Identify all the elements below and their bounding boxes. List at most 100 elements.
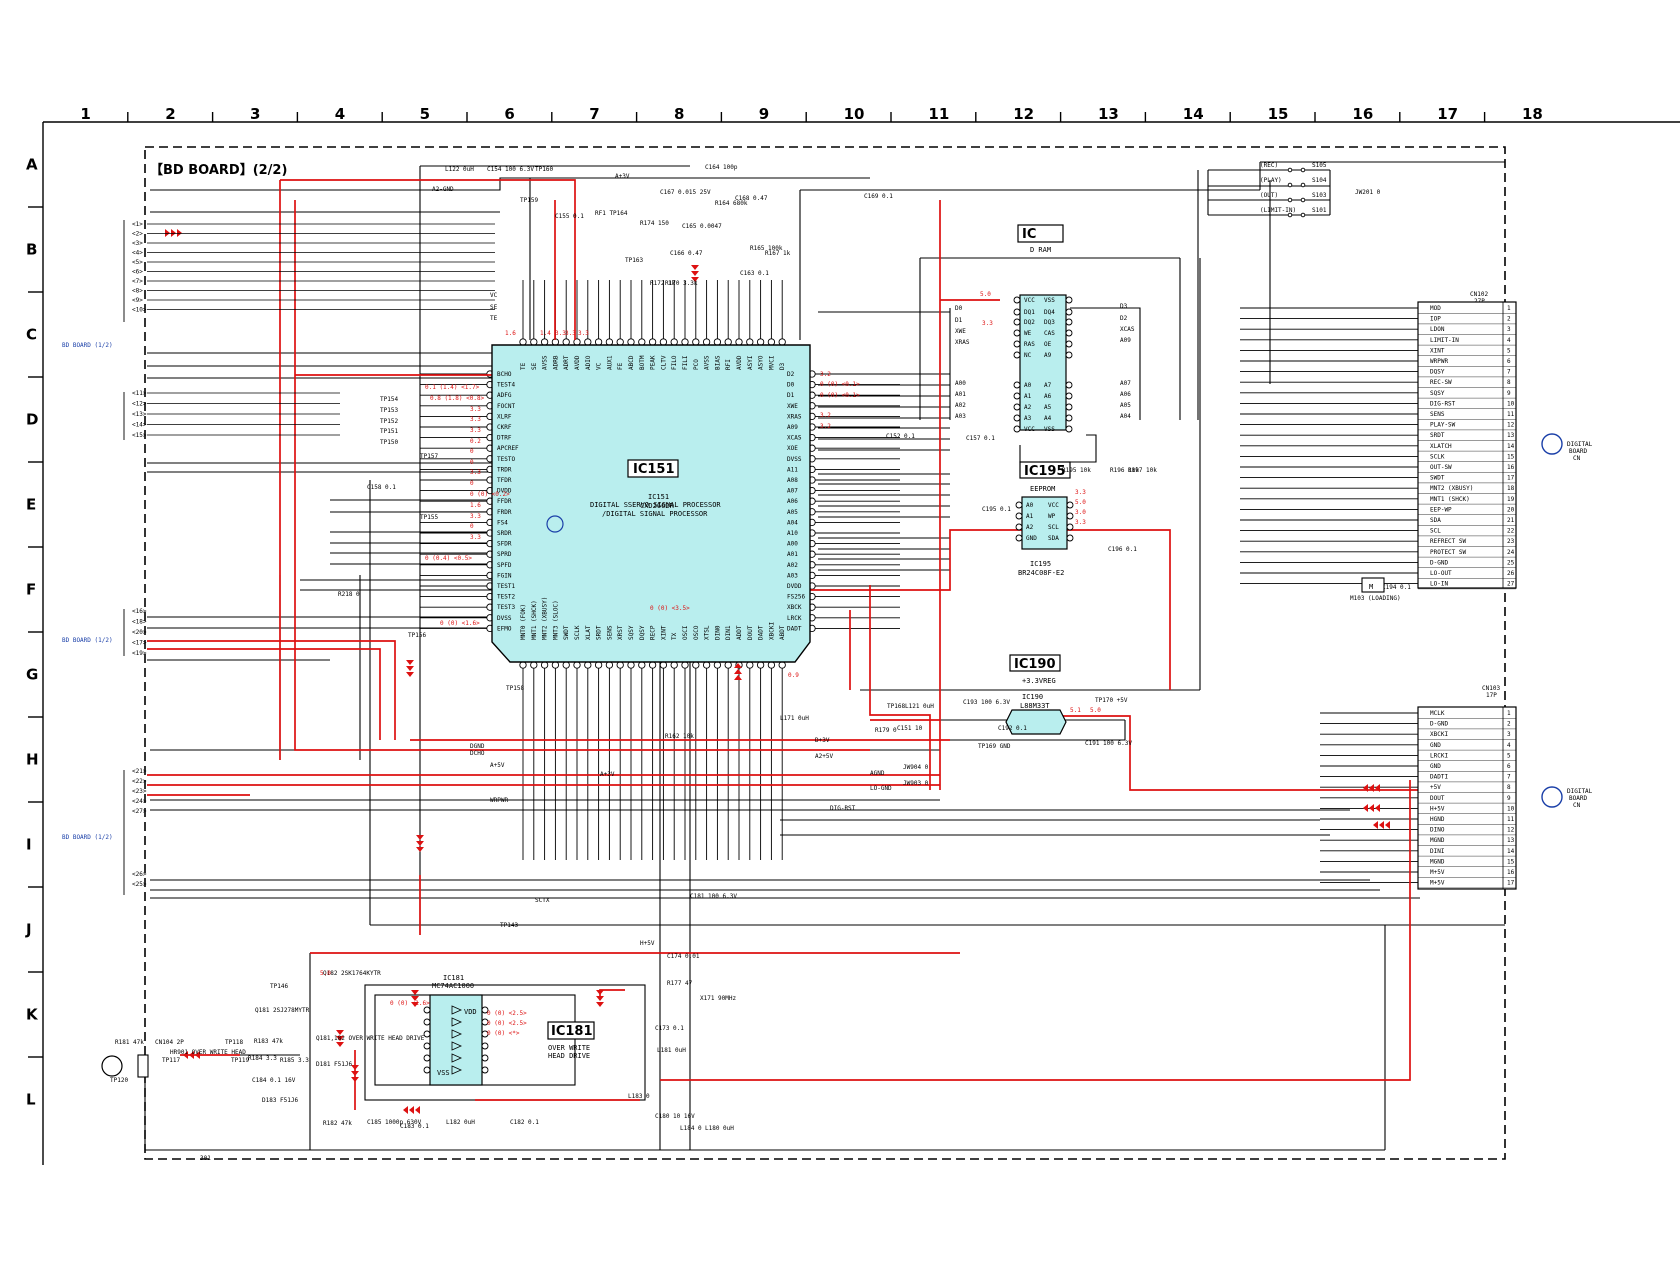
switch-ref: S101 [1312,207,1327,214]
net-label: DCHO [470,750,485,757]
ic151-right-pin: LRCK [787,615,802,622]
component-label: R177 47 [667,980,693,987]
voltage-annotation: 5.0 [1090,707,1101,714]
ic151-bottom-pin: SRDT [596,625,603,640]
pin-circle [681,338,689,346]
voltage-annotation: 0.2 [470,438,481,445]
ic151-top-pin: AUX1 [606,355,613,370]
component-label: R181 47k [115,1039,144,1046]
voltage-annotation: 3.3 [982,320,993,327]
cn102-pin-number: 9 [1507,390,1511,397]
chevron-marker [734,669,742,674]
component-label: R164 680k [715,200,748,207]
left-conn-number: <23> [132,788,147,795]
net-label: A+3V [615,173,630,180]
cn102-dest2: BOARD [1569,448,1587,455]
chevron-marker [1369,784,1374,792]
switch-ref: S105 [1312,162,1327,169]
dram-left-pin: RAS [1024,341,1035,348]
pin-circle [1065,340,1073,348]
ic151-bottom-pin: XINT [660,625,667,640]
ic151-desc2: /DIGITAL SIGNAL PROCESSOR [602,510,708,518]
component-label: TP146 [270,983,288,990]
column-label-18: 18 [1522,105,1543,123]
cn102-signal: SCL [1430,528,1441,535]
ic151-top-pin: FILO [671,355,678,370]
component-label: C193 100 6.3V [963,699,1010,706]
ic151-left-pin: SPRD [497,551,512,558]
cn102-signal: REFRECT SW [1430,538,1467,545]
cn103-signal: H+5V [1430,805,1445,812]
chevron-marker [189,1051,194,1059]
pin-circle [1015,512,1023,520]
cn102-pin-number: 14 [1507,443,1515,450]
cn104-head [101,1054,149,1078]
pin-circle [1015,523,1023,531]
left-conn-number: <6> [132,269,143,276]
ic151-bottom-pin: OSCO [693,625,700,640]
pin-circle [1013,403,1021,411]
voltage-annotation: 3.2 [820,371,831,378]
cn103-dest3: CN [1573,802,1581,809]
left-conn-number: <7> [132,278,143,285]
chevron-marker [596,996,604,1001]
pin-circle [627,661,635,669]
chevron-marker [1373,821,1378,829]
dram-left-pin: A0 [1024,382,1032,389]
pin-circle [735,338,743,346]
ic151-left-pin: TEST1 [497,583,515,590]
cn102-signal: SWDT [1430,475,1445,482]
voltage-annotation: 0 [470,448,474,455]
component-label: TP154 [380,396,398,403]
switch-contact [1300,167,1306,173]
pin-circle [540,338,549,346]
marker-circle [546,515,564,533]
component-label: C163 0.1 [740,270,769,277]
pin-circle [702,338,711,346]
ic190-desc: +3.3VREG [1022,677,1056,685]
row-label-C: C [26,326,37,344]
cn103-pin-number: 13 [1507,837,1515,844]
dram-left-net: A00 [955,380,966,387]
switch-contact [1300,182,1306,188]
left-conn-number: <25> [132,881,147,888]
left-conn-number: <5> [132,259,143,266]
row-label-E: E [26,496,36,514]
dram-right-pin: A7 [1044,382,1052,389]
component-label: TP163 [625,257,643,264]
component-label: C168 0.47 [735,195,768,202]
dram-left-pin: NC [1024,352,1032,359]
dram-right-net: A07 [1120,380,1131,387]
component-label: HR901 OVER WRITE HEAD [170,1049,246,1056]
pin-circle [724,661,732,669]
ic151-left-pin: SFDR [497,541,512,548]
pin-circle [1013,425,1021,433]
ic151-bottom-pin: SQSY [628,625,635,640]
pin-circle [1013,392,1021,400]
left-conn-number: <4> [132,250,143,257]
component-label: L183 0 [628,1093,650,1100]
voltage-annotation: 0 (0) <3.5> [650,605,690,612]
board-outline [144,146,1506,1160]
component-label: TP143 [500,922,518,929]
cn103-pin-number: 14 [1507,848,1515,855]
component-label: TP160 [535,166,553,173]
chevron-marker [734,663,742,668]
ic151-bottom-pin: XTSL [704,625,711,640]
component-label: R165 100k [750,245,783,252]
ic195-left-pin: A0 [1026,502,1034,509]
switch-contact [1287,212,1293,218]
pin-circle [1013,351,1021,359]
left-conn-number: <11> [132,390,147,397]
cn102-pin-number: 20 [1507,506,1515,513]
component-label: L181 0uH [657,1047,686,1054]
ic195-right-pin: WP [1048,513,1056,520]
dram-right-pin: A9 [1044,352,1052,359]
chevron-marker [415,1106,420,1114]
dram-left-pin: DQ2 [1024,319,1035,326]
voltage-annotation: 0.8 (1.8) <0.8> [430,395,485,402]
ic-dram-desc: D RAM [1030,246,1051,254]
cn102-pin-number: 24 [1507,549,1515,556]
voltage-annotation: 0 [470,480,474,487]
